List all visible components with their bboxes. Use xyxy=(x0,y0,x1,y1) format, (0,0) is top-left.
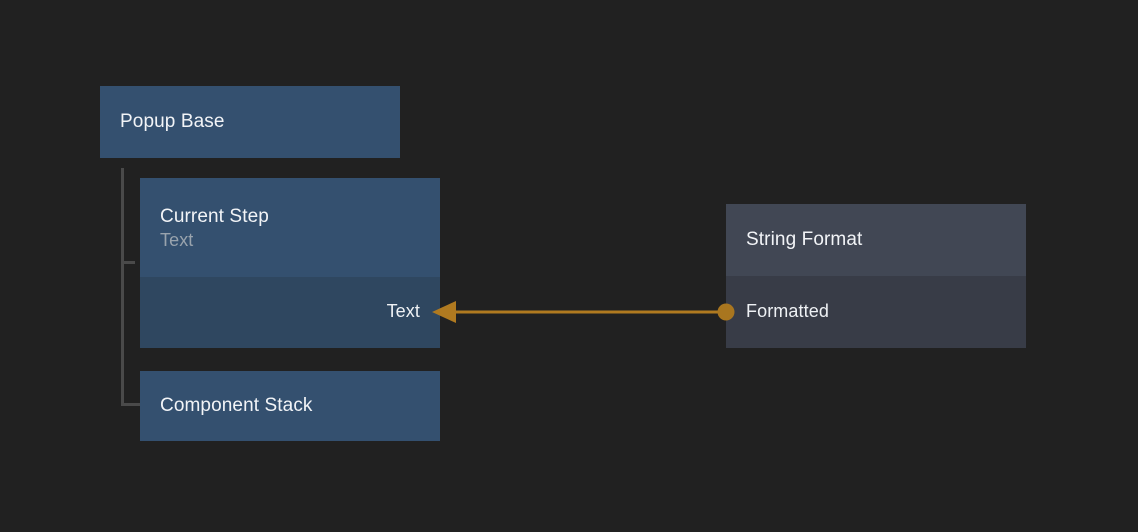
node-string-format-title: String Format xyxy=(746,229,863,250)
node-string-format-titleblock: String Format xyxy=(746,228,862,252)
node-current-step-subtitle: Text xyxy=(160,229,194,250)
node-current-step-titleblock: Current Step Text xyxy=(160,205,269,251)
node-popup-base-header[interactable]: Popup Base xyxy=(100,86,400,158)
node-current-step-header[interactable]: Current Step Text xyxy=(140,178,440,277)
pin-row-formatted-output[interactable]: Formatted xyxy=(746,300,829,322)
node-popup-base-title: Popup Base xyxy=(120,111,225,132)
node-string-format-body: Formatted xyxy=(726,276,1026,348)
node-current-step-title: Current Step xyxy=(160,205,269,227)
node-string-format[interactable]: String Format Formatted xyxy=(726,204,1026,348)
node-popup-base[interactable]: Popup Base xyxy=(100,86,400,158)
node-string-format-header[interactable]: String Format xyxy=(726,204,1026,276)
node-component-stack-titleblock: Component Stack xyxy=(160,394,313,418)
node-component-stack-title: Component Stack xyxy=(160,395,313,416)
node-current-step-body: Text xyxy=(140,277,440,348)
node-component-stack-header[interactable]: Component Stack xyxy=(140,371,440,441)
pin-label-formatted: Formatted xyxy=(746,301,829,321)
pin-label-text: Text xyxy=(386,301,420,321)
node-component-stack[interactable]: Component Stack xyxy=(140,371,440,441)
tree-connector-stub-component-stack xyxy=(121,403,140,406)
node-current-step[interactable]: Current Step Text Text xyxy=(140,178,440,348)
node-popup-base-titleblock: Popup Base xyxy=(120,110,225,134)
pin-row-text-input[interactable]: Text xyxy=(387,300,420,322)
tree-connector-stub-current-step xyxy=(121,261,135,264)
tree-connector-trunk xyxy=(121,168,124,406)
